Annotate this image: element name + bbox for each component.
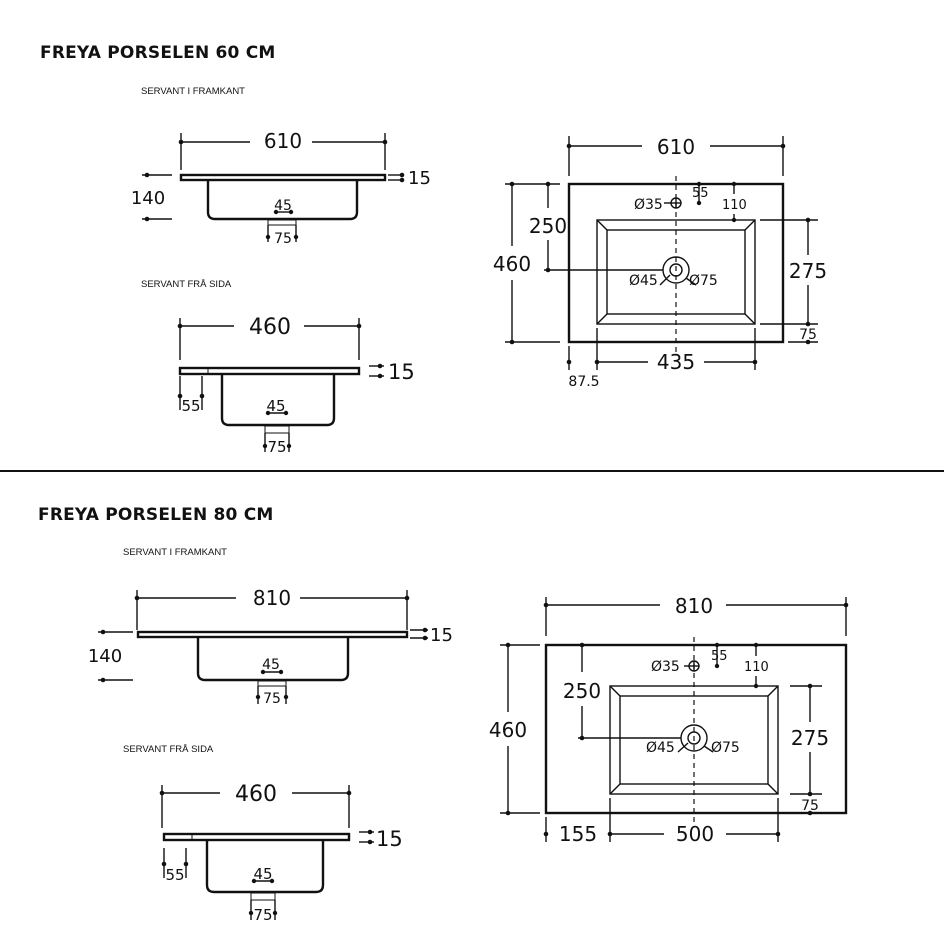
top-60-basin-depth-label: 275 xyxy=(789,259,827,283)
top-80-left-offset-label: 155 xyxy=(559,822,597,846)
top-60-front-offset-label: 75 xyxy=(799,327,817,343)
side-80-width-label: 460 xyxy=(235,782,277,807)
side-60-offset-label: 55 xyxy=(181,397,200,415)
top-60-left-offset-label: 87.5 xyxy=(568,374,599,390)
section-1-title: FREYA PORSELEN 60 CM xyxy=(40,43,276,63)
section-1-side-label: SERVANT FRÅ SIDA xyxy=(141,279,232,290)
front-60-thickness-label: 15 xyxy=(408,168,431,189)
top-80-basin-top-label: 110 xyxy=(744,660,769,675)
side-view-80: 460 15 55 45 75 xyxy=(159,782,403,924)
section-2-front-label: SERVANT I FRAMKANT xyxy=(123,547,227,558)
top-80-drain-inner-label: Ø45 xyxy=(646,740,675,756)
top-60-drain-outer-label: Ø75 xyxy=(689,273,718,289)
front-80-drain-inner-label: 45 xyxy=(262,657,280,673)
top-80-depth-label: 460 xyxy=(489,718,527,742)
side-80-drain-inner-label: 45 xyxy=(253,865,272,883)
side-60-thickness-label: 15 xyxy=(388,360,415,384)
top-60-tap-distance-label: 55 xyxy=(692,186,709,201)
section-2-side-label: SERVANT FRÅ SIDA xyxy=(123,744,214,755)
front-80-thickness-label: 15 xyxy=(430,625,453,646)
front-view-80: 810 140 15 45 75 xyxy=(88,586,453,707)
top-60-basin-width-label: 435 xyxy=(657,350,695,374)
top-80-basin-offset-label: 250 xyxy=(563,679,601,703)
section-1-front-label: SERVANT I FRAMKANT xyxy=(141,86,245,97)
front-60-drain-inner-label: 45 xyxy=(274,198,292,214)
section-2-title: FREYA PORSELEN 80 CM xyxy=(38,505,274,525)
front-80-height-label: 140 xyxy=(88,646,122,667)
front-60-width-label: 610 xyxy=(264,129,302,153)
top-60-tap-hole-label: Ø35 xyxy=(634,197,663,213)
top-80-drain-outer-label: Ø75 xyxy=(711,740,740,756)
top-60-drain-inner-label: Ø45 xyxy=(629,273,658,289)
front-60-height-label: 140 xyxy=(131,188,165,209)
top-60-width-label: 610 xyxy=(657,135,695,159)
top-view-80: 810 Ø35 55 110 Ø45 Ø75 xyxy=(489,594,849,846)
front-60-drain-outer-label: 75 xyxy=(274,231,292,247)
side-80-thickness-label: 15 xyxy=(376,827,403,851)
top-60-basin-top-label: 110 xyxy=(722,198,747,213)
top-60-depth-label: 460 xyxy=(493,252,531,276)
top-80-width-label: 810 xyxy=(675,594,713,618)
top-80-tap-distance-label: 55 xyxy=(711,649,728,664)
side-60-width-label: 460 xyxy=(249,315,291,340)
top-80-basin-width-label: 500 xyxy=(676,822,714,846)
side-80-drain-outer-label: 75 xyxy=(253,906,272,924)
top-80-front-offset-label: 75 xyxy=(801,798,819,814)
side-80-offset-label: 55 xyxy=(165,866,184,884)
front-view-60: 610 140 15 45 75 xyxy=(131,129,431,247)
top-80-basin-depth-label: 275 xyxy=(791,726,829,750)
side-view-60: 460 15 55 45 75 xyxy=(177,315,415,456)
front-80-drain-outer-label: 75 xyxy=(263,691,281,707)
side-60-drain-inner-label: 45 xyxy=(266,397,285,415)
top-80-tap-hole-label: Ø35 xyxy=(651,659,680,675)
section-divider xyxy=(0,470,944,472)
side-60-drain-outer-label: 75 xyxy=(267,438,286,456)
top-60-basin-offset-label: 250 xyxy=(529,214,567,238)
top-view-60: 610 Ø35 55 110 Ø45 Ø75 xyxy=(493,135,827,390)
front-80-width-label: 810 xyxy=(253,586,291,610)
